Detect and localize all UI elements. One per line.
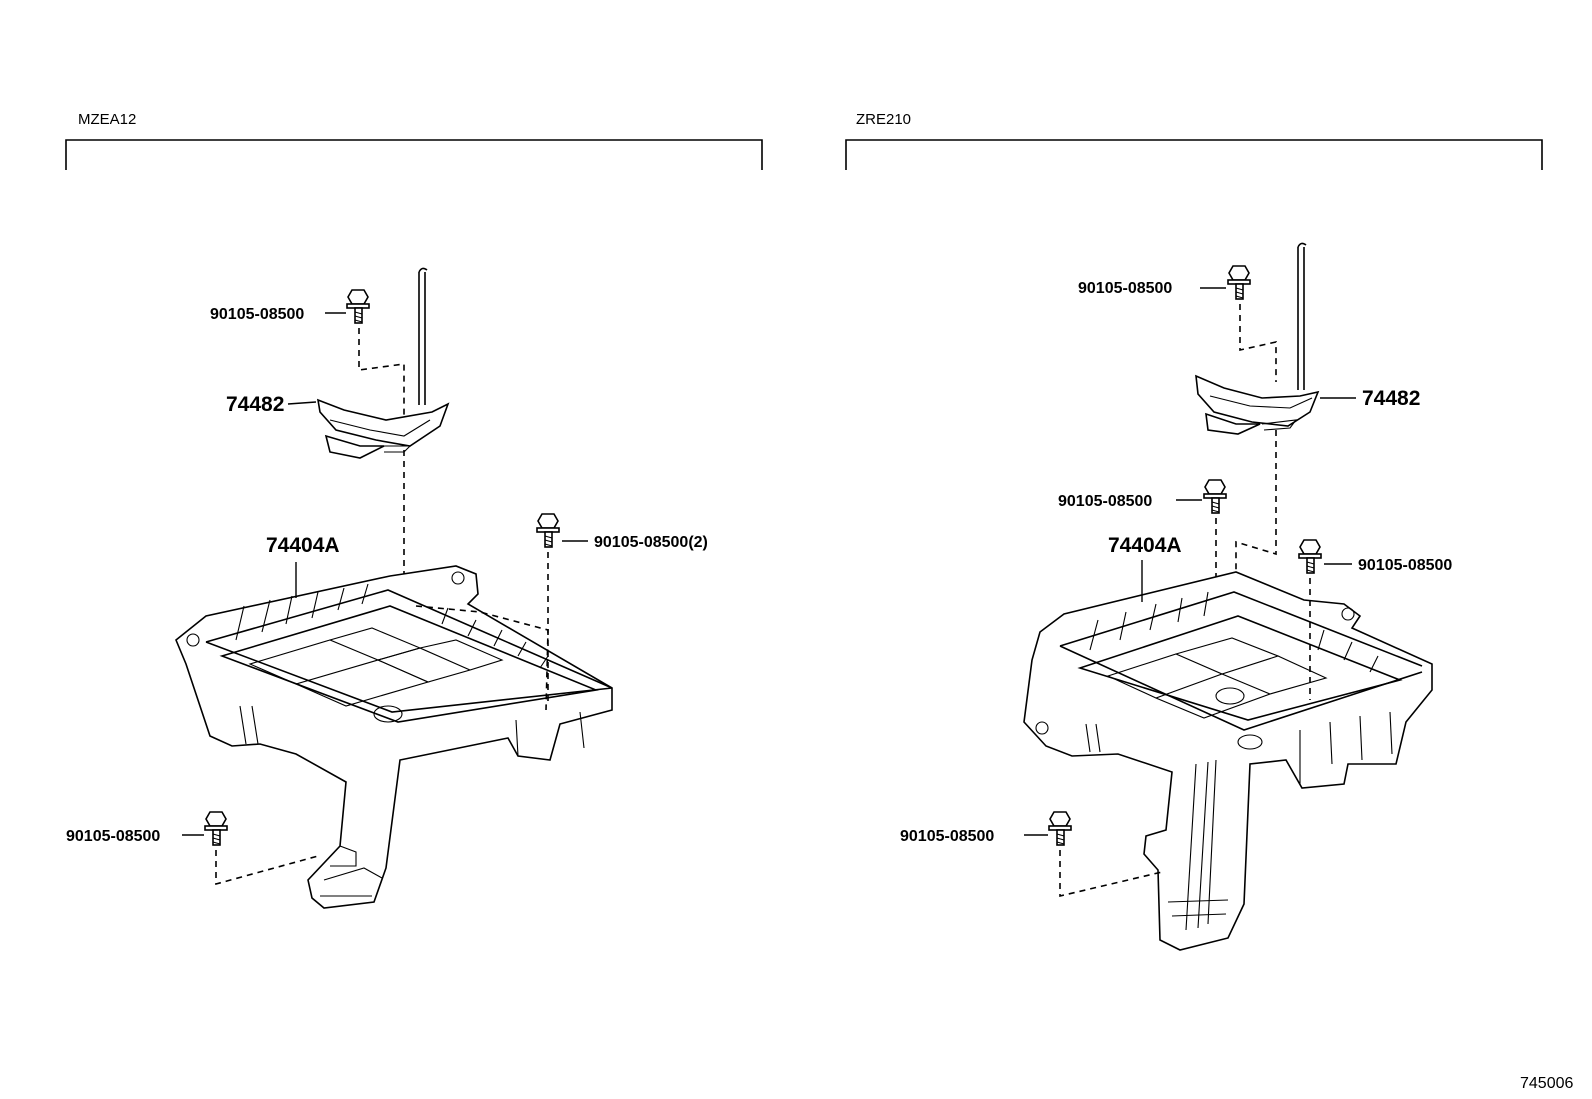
leader-line — [287, 401, 317, 405]
battery-tray[interactable] — [175, 565, 613, 909]
bolt-icon[interactable] — [536, 513, 560, 548]
part-label-tray-left[interactable]: 74404A — [266, 534, 340, 557]
part-label-bolt-top-left[interactable]: 90105-08500 — [210, 306, 304, 323]
section-bracket-right — [845, 139, 1543, 170]
clamp-rod — [418, 267, 428, 405]
assembly-line — [358, 328, 405, 420]
part-label-tray-right[interactable]: 74404A — [1108, 534, 1182, 557]
assembly-line — [215, 850, 319, 886]
part-label-bolt-mid-right[interactable]: 90105-08500 — [1058, 493, 1152, 510]
part-label-clamp-left[interactable]: 74482 — [226, 393, 284, 416]
assembly-line — [1239, 304, 1277, 382]
part-label-bolt-top-right[interactable]: 90105-08500 — [1078, 280, 1172, 297]
part-label-bolt-right-left[interactable]: 90105-08500(2) — [594, 534, 708, 551]
model-label-right: ZRE210 — [856, 111, 911, 128]
part-label-clamp-right[interactable]: 74482 — [1362, 387, 1420, 410]
section-bracket-left — [65, 139, 763, 170]
section-left: MZEA12 90105-08500 74482 — [65, 111, 763, 909]
bolt-icon[interactable] — [1048, 811, 1072, 846]
clamp-rod — [1297, 242, 1307, 390]
bolt-icon[interactable] — [204, 811, 228, 846]
battery-tray[interactable] — [1023, 571, 1433, 951]
bolt-icon[interactable] — [1227, 265, 1251, 300]
part-label-bolt-bottom-left[interactable]: 90105-08500 — [66, 828, 160, 845]
model-label-left: MZEA12 — [78, 111, 136, 128]
diagram-id: 745006 — [1520, 1075, 1573, 1092]
bolt-icon[interactable] — [1298, 539, 1322, 574]
section-right: ZRE210 90105-08500 74482 — [845, 111, 1543, 951]
part-label-bolt-right-right[interactable]: 90105-08500 — [1358, 557, 1452, 574]
clamp-bracket[interactable] — [1195, 374, 1320, 435]
bolt-icon[interactable] — [1203, 479, 1227, 514]
bolt-icon[interactable] — [346, 289, 370, 324]
clamp-bracket[interactable] — [316, 398, 450, 459]
part-label-bolt-bottom-right[interactable]: 90105-08500 — [900, 828, 994, 845]
assembly-line — [1059, 850, 1163, 898]
